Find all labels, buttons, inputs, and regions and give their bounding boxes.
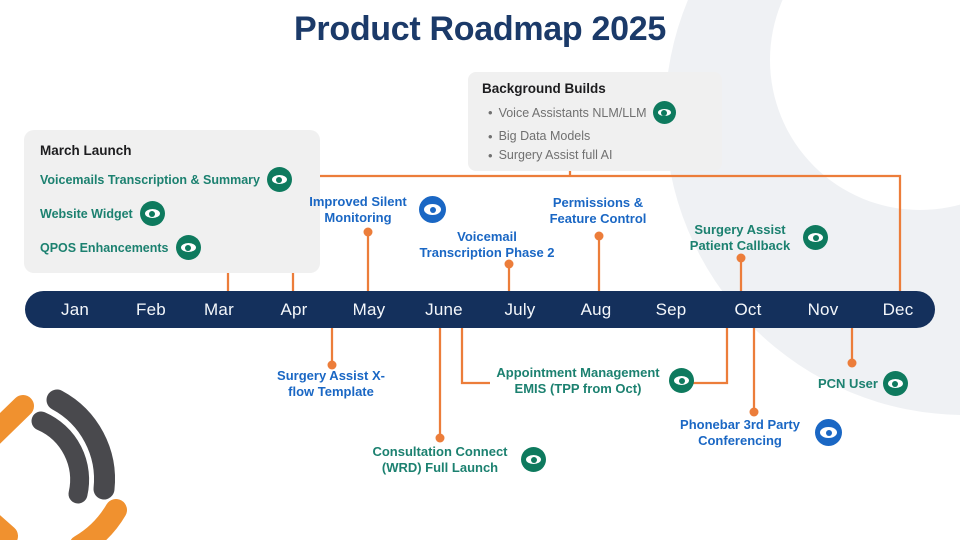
milestone-label: Surgery Assist full AI bbox=[498, 148, 613, 162]
timeline-month: Nov bbox=[807, 300, 839, 319]
bullet-icon: • bbox=[488, 105, 493, 120]
milestone-consultation-connect: Consultation Connect (WRD) Full Launch bbox=[364, 444, 546, 476]
milestone-label: Consultation Connect (WRD) Full Launch bbox=[372, 444, 508, 475]
timeline-month: Oct bbox=[734, 300, 762, 319]
eye-icon[interactable] bbox=[175, 235, 201, 260]
timeline-month: Apr bbox=[280, 300, 308, 319]
milestone-improved-silent-monitoring: Improved Silent Monitoring bbox=[302, 194, 446, 226]
connector-emis-right bbox=[690, 328, 729, 385]
connector-dot bbox=[847, 358, 857, 368]
connector-dot bbox=[749, 407, 759, 417]
eye-icon[interactable] bbox=[803, 225, 828, 251]
timeline-month: Mar bbox=[204, 300, 234, 319]
milestone-surgery-assist-patient-callback: Surgery Assist Patient Callback bbox=[682, 222, 828, 254]
milestone-label: Improved Silent Monitoring bbox=[309, 194, 407, 225]
milestone-phonebar-3rd-party-conferencing: Phonebar 3rd Party Conferencing bbox=[670, 417, 842, 449]
milestone-label: Surgery Assist Patient Callback bbox=[689, 222, 791, 253]
connector-dot bbox=[363, 227, 373, 237]
eye-icon[interactable] bbox=[266, 167, 292, 192]
milestone-label: QPOS Enhancements bbox=[40, 240, 169, 255]
eye-icon[interactable] bbox=[882, 371, 908, 396]
milestone-voicemail-transcription-phase2: Voicemail Transcription Phase 2 bbox=[416, 229, 558, 261]
list-item: Voicemails Transcription & Summary bbox=[40, 167, 306, 192]
milestone-pcn-user: PCN User bbox=[818, 371, 908, 396]
list-item: Website Widget bbox=[40, 201, 306, 226]
background-builds-panel: Background Builds • Voice Assistants NLM… bbox=[468, 72, 722, 171]
timeline-month: June bbox=[425, 300, 463, 319]
eye-icon[interactable] bbox=[521, 447, 546, 473]
eye-icon[interactable] bbox=[139, 201, 165, 226]
logo-arc-decoration bbox=[0, 389, 127, 540]
list-item: QPOS Enhancements bbox=[40, 235, 306, 260]
march-launch-panel: March Launch Voicemails Transcription & … bbox=[24, 130, 320, 273]
march-launch-heading: March Launch bbox=[40, 143, 132, 158]
list-item: • Voice Assistants NLM/LLM bbox=[482, 101, 710, 124]
milestone-label: Permissions & Feature Control bbox=[549, 195, 647, 226]
milestone-appointment-management-emis: Appointment Management EMIS (TPP from Oc… bbox=[492, 365, 694, 397]
timeline-month: Jan bbox=[60, 300, 90, 319]
milestone-label: Voicemail Transcription Phase 2 bbox=[419, 229, 555, 260]
connector-dot bbox=[594, 231, 604, 241]
milestone-label: Appointment Management EMIS (TPP from Oc… bbox=[496, 365, 660, 396]
list-item: • Surgery Assist full AI bbox=[482, 148, 710, 162]
milestone-label: Surgery Assist X-flow Template bbox=[277, 368, 385, 399]
timeline-month: May bbox=[352, 300, 386, 319]
bullet-icon: • bbox=[488, 147, 493, 163]
connector-emis-left bbox=[460, 328, 490, 385]
eye-icon[interactable] bbox=[652, 101, 676, 124]
milestone-label: Website Widget bbox=[40, 206, 133, 221]
page-title: Product Roadmap 2025 bbox=[294, 10, 666, 48]
milestone-label: Voice Assistants NLM/LLM bbox=[498, 105, 647, 120]
timeline-month: July bbox=[504, 300, 536, 319]
eye-icon[interactable] bbox=[419, 196, 446, 224]
bullet-icon: • bbox=[488, 128, 493, 144]
eye-icon[interactable] bbox=[815, 419, 842, 447]
connector-dot bbox=[435, 433, 445, 443]
timeline-month: Dec bbox=[882, 300, 914, 319]
milestone-surgery-assist-xflow-template: Surgery Assist X-flow Template bbox=[271, 368, 391, 400]
timeline-month: Aug bbox=[580, 300, 612, 319]
connector-dot bbox=[736, 253, 746, 263]
timeline-month: Sep bbox=[655, 300, 687, 319]
list-item: • Big Data Models bbox=[482, 129, 710, 143]
milestone-label: Phonebar 3rd Party Conferencing bbox=[680, 417, 800, 448]
milestone-permissions-feature-control: Permissions & Feature Control bbox=[542, 195, 654, 227]
timeline-month: Feb bbox=[136, 300, 166, 319]
corner-ring-outer bbox=[665, 0, 960, 415]
milestone-label: Voicemails Transcription & Summary bbox=[40, 172, 260, 187]
milestone-label: Big Data Models bbox=[498, 129, 591, 143]
eye-icon[interactable] bbox=[669, 368, 694, 394]
timeline-bar: Jan Feb Mar Apr May June July Aug Sep Oc… bbox=[25, 291, 935, 328]
milestone-label: PCN User bbox=[818, 375, 878, 391]
background-builds-heading: Background Builds bbox=[482, 81, 606, 96]
